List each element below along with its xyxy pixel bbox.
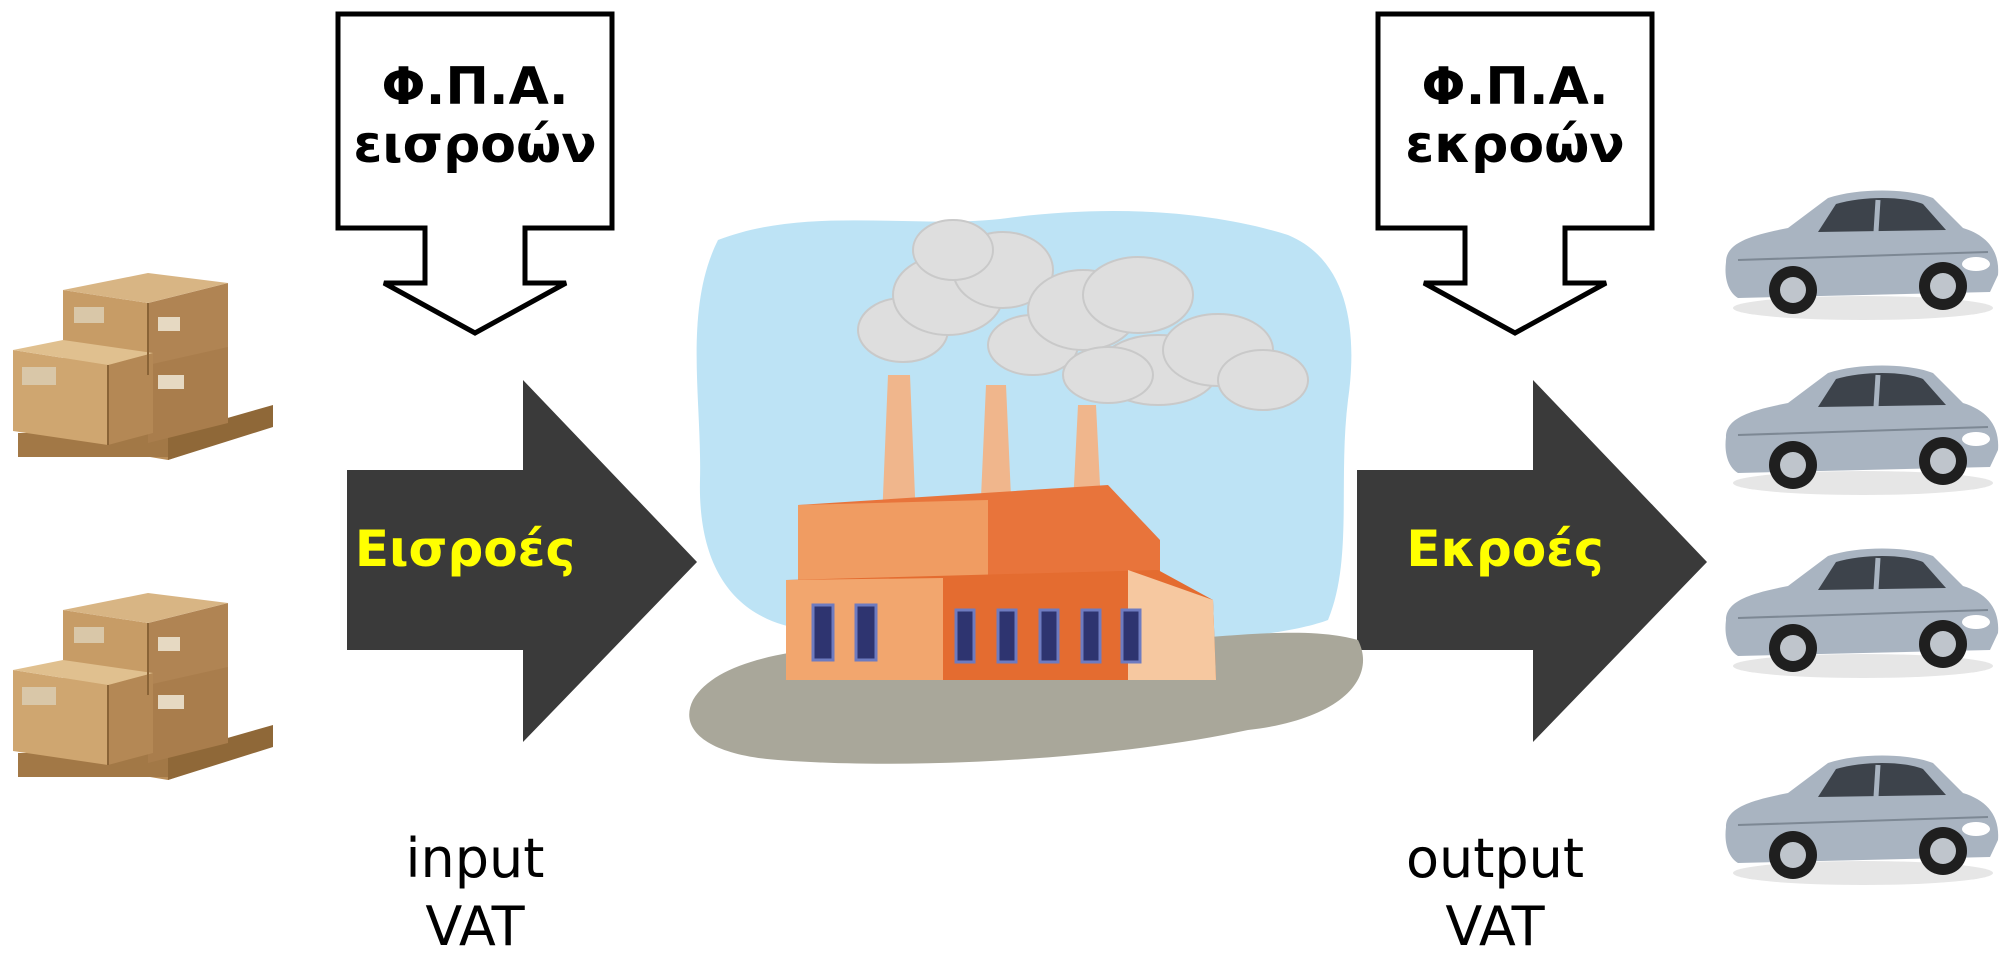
input-vat-label: Φ.Π.Α. εισροών	[338, 58, 612, 174]
car-icon	[1718, 180, 2003, 325]
output-vat-line1: Φ.Π.Α.	[1378, 58, 1652, 116]
output-vat-label: Φ.Π.Α. εκροών	[1378, 58, 1652, 174]
inputs-arrow-label: Εισροές	[345, 520, 585, 578]
boxes-pallet-top-icon	[8, 255, 280, 475]
input-vat-line1: Φ.Π.Α.	[338, 58, 612, 116]
input-vat-caption-line1: input	[355, 825, 595, 893]
outputs-arrow-label: Εκροές	[1355, 520, 1655, 578]
factory-icon	[688, 200, 1368, 775]
input-vat-caption-line2: VAT	[355, 893, 595, 960]
car-icon	[1718, 745, 2003, 890]
output-vat-line2: εκροών	[1378, 116, 1652, 174]
boxes-pallet-bottom-icon	[8, 575, 280, 795]
car-icon	[1718, 538, 2003, 683]
output-vat-caption-line2: VAT	[1375, 893, 1615, 960]
car-icon	[1718, 355, 2003, 500]
input-vat-line2: εισροών	[338, 116, 612, 174]
input-vat-caption: input VAT	[355, 825, 595, 960]
output-vat-caption: output VAT	[1375, 825, 1615, 960]
output-vat-caption-line1: output	[1375, 825, 1615, 893]
